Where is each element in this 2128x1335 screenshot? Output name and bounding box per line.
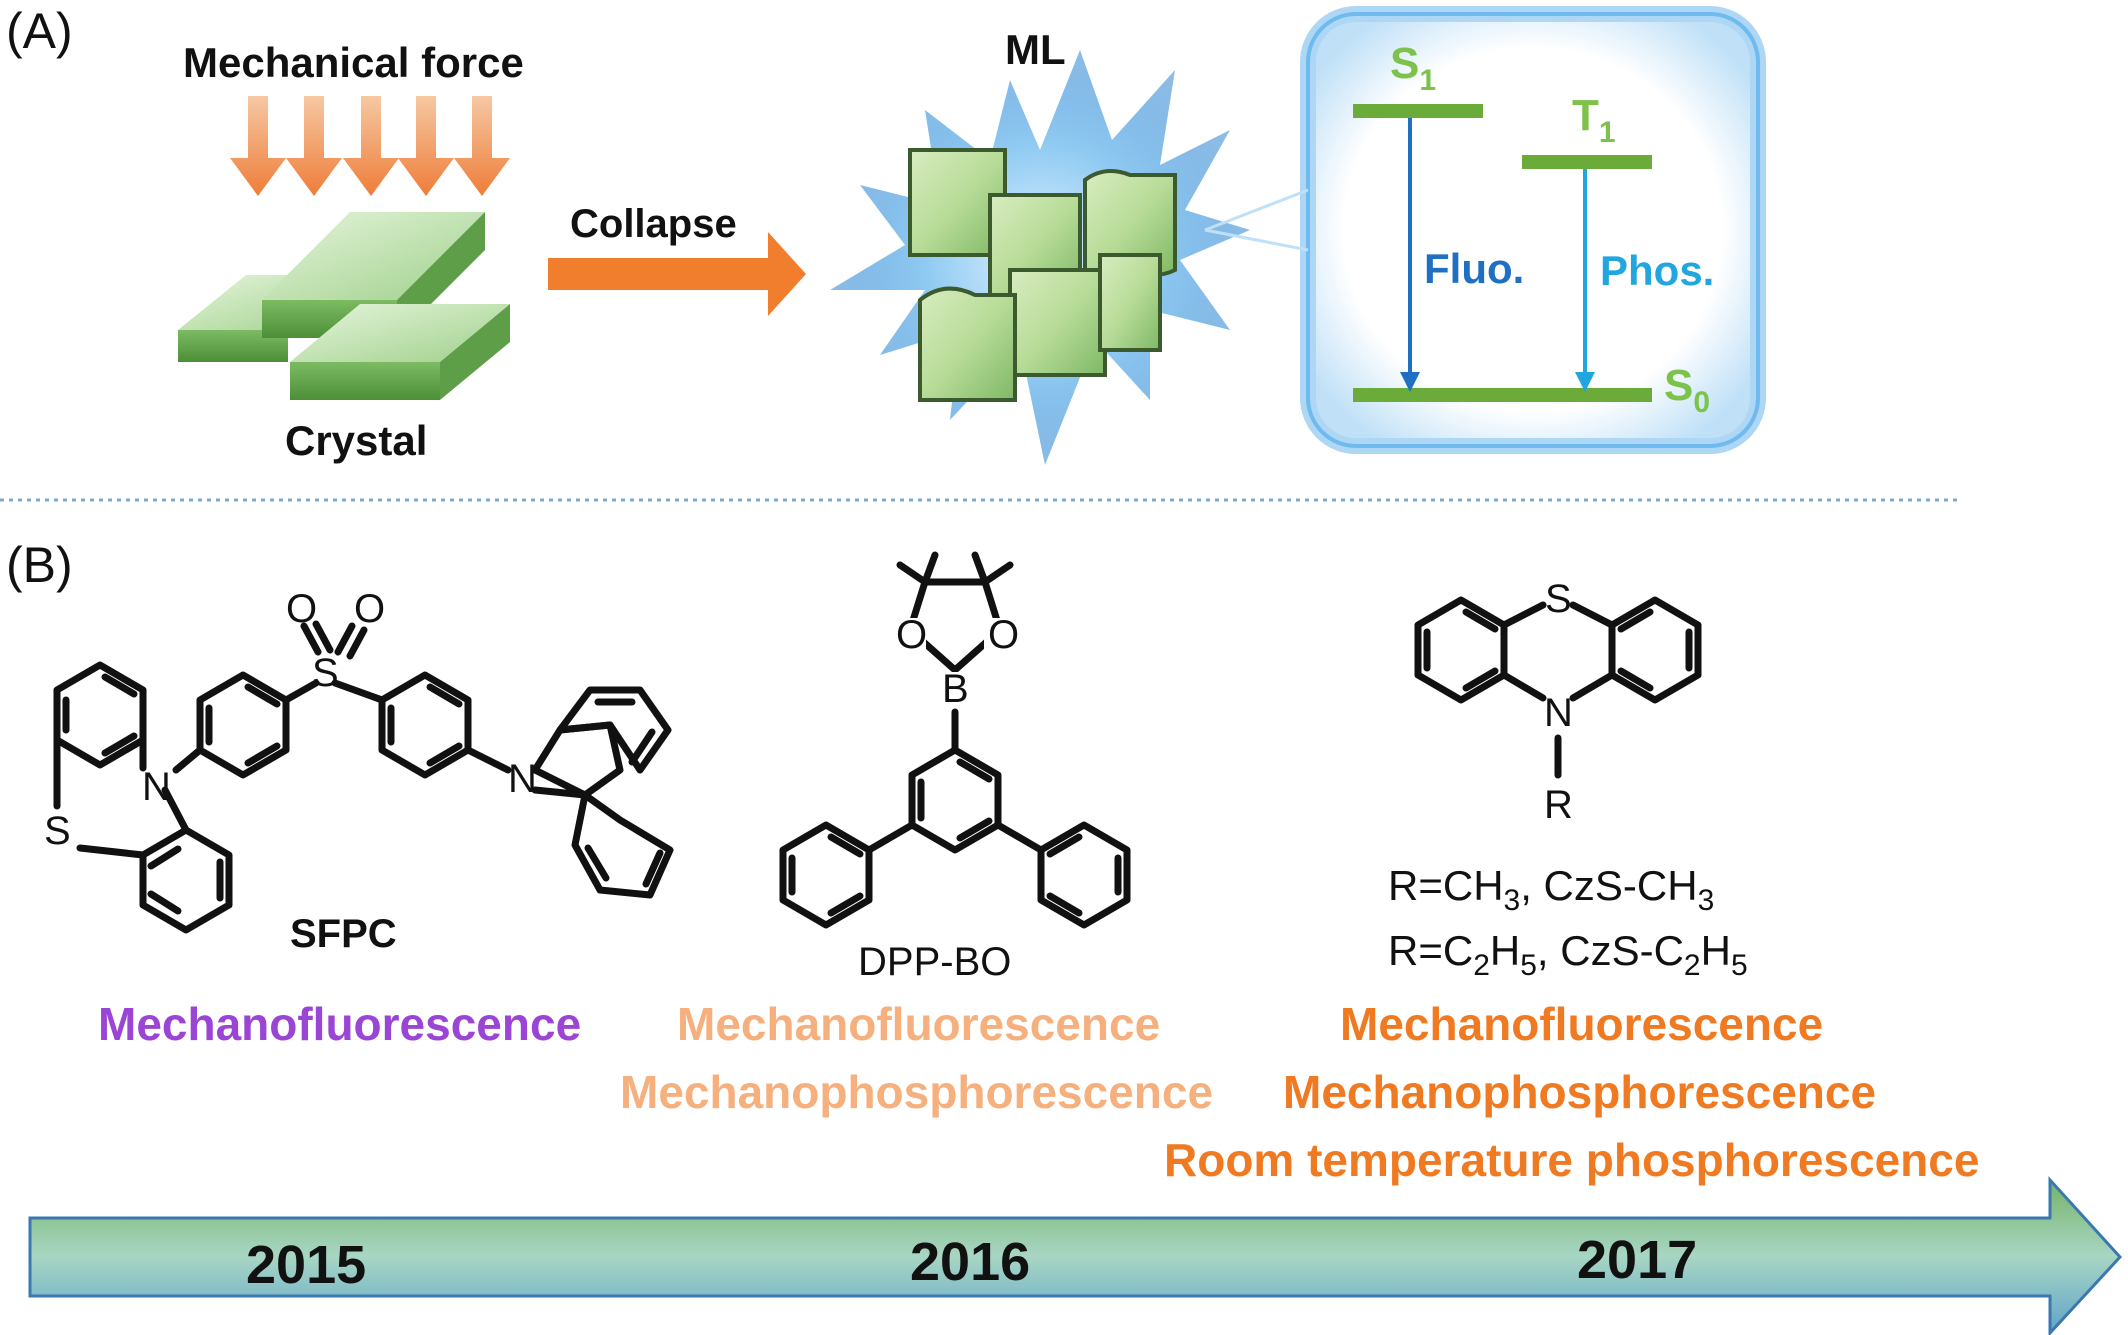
phenomenon-2015-fluorescence: Mechanofluorescence [98, 998, 581, 1050]
svg-text:B: B [942, 667, 969, 711]
svg-text:O: O [354, 587, 385, 631]
phenothiazine-r-line2: R=C2H5, CzS-C2H5 [1388, 927, 1748, 982]
dppbo-structure: O O B [779, 551, 1131, 929]
svg-text:R: R [1544, 783, 1573, 827]
fluo-label: Fluo. [1424, 245, 1524, 292]
phenothiazine-structure: S N R [1414, 577, 1702, 827]
timeline-arrow [28, 1176, 2123, 1335]
dppbo-name: DPP-BO [858, 940, 1011, 984]
sfpc-name: SFPC [290, 912, 397, 956]
phenomenon-2016-phosphorescence: Mechanophosphorescence [620, 1066, 1213, 1118]
svg-text:S: S [44, 809, 71, 853]
panel-a-label: (A) [6, 3, 73, 59]
force-arrows [230, 96, 510, 196]
mechanical-force-label: Mechanical force [183, 39, 524, 86]
svg-text:O: O [896, 613, 927, 657]
svg-text:O: O [988, 613, 1019, 657]
ml-label: ML [1005, 26, 1066, 73]
svg-text:N: N [142, 765, 171, 809]
crystal-label: Crystal [285, 417, 427, 464]
svg-text:S: S [1545, 577, 1572, 621]
collapse-label: Collapse [570, 202, 737, 246]
s1-label: S1 [1390, 39, 1436, 97]
zoom-line-bottom [1204, 228, 1309, 252]
sfpc-structure: N S S O O N [44, 587, 674, 934]
svg-text:O: O [286, 587, 317, 631]
svg-text:N: N [1544, 691, 1573, 735]
s0-label: S0 [1664, 361, 1710, 419]
ml-burst [830, 50, 1250, 465]
collapse-arrow [548, 232, 806, 316]
phenothiazine-r-line1: R=CH3, CzS-CH3 [1388, 862, 1714, 917]
phenomenon-2017-fluorescence: Mechanofluorescence [1340, 998, 1823, 1050]
panel-b-label: (B) [6, 537, 73, 593]
zoom-line-top [1204, 188, 1309, 232]
phenomenon-2017-rtp: Room temperature phosphorescence [1164, 1134, 1979, 1186]
svg-text:N: N [508, 757, 537, 801]
phenomenon-2016-fluorescence: Mechanofluorescence [677, 998, 1160, 1050]
crystal-illustration [178, 212, 510, 400]
timeline-year-2017: 2017 [1577, 1230, 1697, 1290]
phenomenon-2017-phosphorescence: Mechanophosphorescence [1283, 1066, 1876, 1118]
t1-label: T1 [1572, 91, 1616, 149]
phos-label: Phos. [1600, 247, 1714, 294]
timeline-year-2016: 2016 [910, 1232, 1030, 1292]
timeline-year-2015: 2015 [246, 1235, 366, 1295]
svg-text:S: S [312, 651, 339, 695]
energy-diagram: S1 T1 S0 Fluo. Phos. [1300, 6, 1766, 454]
